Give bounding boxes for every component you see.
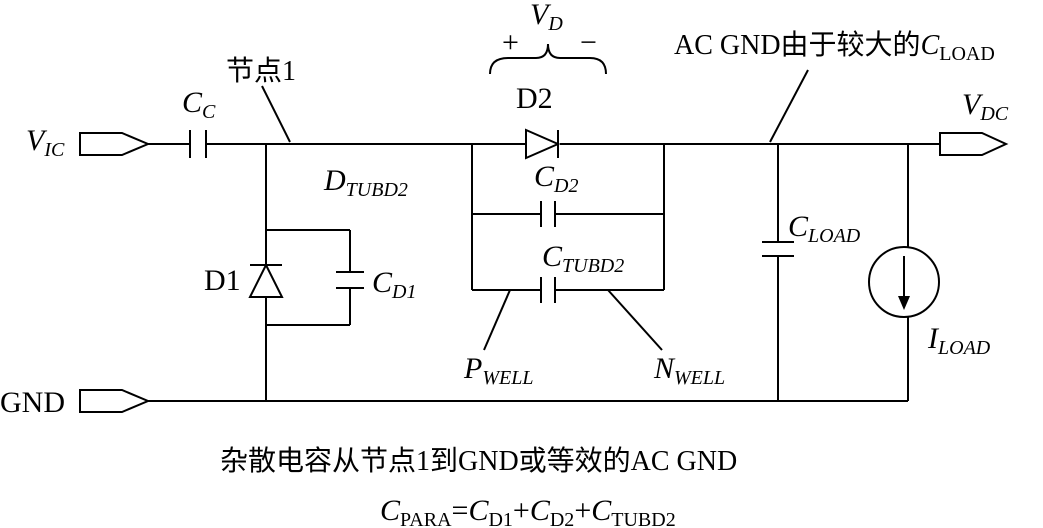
- cload-capacitor: [762, 241, 794, 257]
- ac-gnd-c-sub: LOAD: [939, 43, 995, 65]
- vd-brace: [489, 43, 607, 75]
- svg-text:CTUBD2: CTUBD2: [542, 240, 624, 277]
- cd1-label-sub: D1: [391, 281, 416, 303]
- cc-label-sub: C: [202, 101, 216, 123]
- d1-diode: [248, 262, 284, 298]
- svg-text:PWELL: PWELL: [463, 352, 533, 389]
- gnd-terminal: [79, 389, 151, 413]
- vdc-terminal: [939, 132, 1009, 156]
- svg-text:CLOAD: CLOAD: [788, 210, 861, 247]
- pwell-label: P: [463, 352, 482, 385]
- cc-label: C: [182, 86, 203, 119]
- ctubd2-capacitor: [540, 277, 556, 303]
- ac-gnd-label: AC GND由于较大的: [674, 29, 921, 61]
- dtubd2-label-sub: TUBD2: [346, 179, 408, 201]
- caption-line1: 杂散电容从节点1到GND或等效的AC GND: [220, 445, 737, 477]
- d2-label: D2: [516, 82, 553, 115]
- cd2-label: C: [534, 160, 555, 193]
- ctubd2-label-sub: TUBD2: [562, 255, 624, 277]
- caption-equation: CPARA=CD1+CD2+CTUBD2: [380, 494, 676, 528]
- cc-capacitor: [189, 130, 207, 158]
- vd-plus: +: [502, 26, 519, 59]
- gnd-label: GND: [0, 386, 65, 419]
- nwell-label: N: [653, 352, 676, 385]
- svg-text:CC: CC: [182, 86, 216, 123]
- svg-text:CD1: CD1: [372, 266, 416, 303]
- vd-label: V: [530, 0, 552, 31]
- eq-c-para: C: [380, 494, 401, 527]
- cd2-capacitor: [540, 201, 556, 227]
- vic-terminal: [79, 132, 151, 156]
- ctubd2-label: C: [542, 240, 563, 273]
- svg-text:NWELL: NWELL: [653, 352, 725, 389]
- svg-text:VDC: VDC: [962, 88, 1009, 125]
- leader-lines: [261, 69, 809, 351]
- d2-diode: [525, 128, 561, 160]
- eq-equals: =: [452, 494, 469, 527]
- vdc-label: V: [962, 88, 984, 121]
- eq-plus-1: +: [513, 494, 530, 527]
- vic-label-sub: IC: [43, 139, 65, 161]
- d1-label: D1: [204, 264, 241, 297]
- vd-label-sub: D: [547, 13, 563, 35]
- svg-text:ILOAD: ILOAD: [927, 322, 991, 359]
- iload-label-sub: LOAD: [937, 337, 991, 359]
- cd1-capacitor: [336, 271, 364, 289]
- eq-c-d1: C: [468, 494, 489, 527]
- pwell-label-sub: WELL: [482, 367, 533, 389]
- vdc-label-sub: DC: [979, 103, 1008, 125]
- vic-label: V: [26, 124, 48, 157]
- svg-text:VD: VD: [530, 0, 563, 35]
- eq-plus-2: +: [574, 494, 591, 527]
- cd2-label-sub: D2: [553, 175, 578, 197]
- eq-c-tubd2-sub: TUBD2: [611, 509, 675, 528]
- cload-label: C: [788, 210, 809, 243]
- eq-c-d1-sub: D1: [488, 509, 512, 528]
- svg-text:AC GND由于较大的CLOAD: AC GND由于较大的CLOAD: [674, 29, 995, 65]
- wires: [148, 143, 940, 402]
- cload-label-sub: LOAD: [807, 225, 861, 247]
- svg-text:VIC: VIC: [26, 124, 65, 161]
- iload-current-source: [868, 246, 940, 318]
- ac-gnd-c: C: [921, 30, 940, 61]
- vd-minus: −: [580, 26, 597, 59]
- eq-c-tubd2: C: [591, 494, 612, 527]
- nwell-label-sub: WELL: [674, 367, 725, 389]
- node1-label: 节点1: [226, 55, 296, 87]
- eq-c-para-sub: PARA: [400, 509, 452, 528]
- dtubd2-label: D: [323, 164, 346, 197]
- eq-c-d2-sub: D2: [550, 509, 574, 528]
- svg-text:DTUBD2: DTUBD2: [323, 164, 408, 201]
- svg-text:CD2: CD2: [534, 160, 578, 197]
- cd1-label: C: [372, 266, 393, 299]
- iload-label: I: [927, 322, 940, 355]
- eq-c-d2: C: [530, 494, 551, 527]
